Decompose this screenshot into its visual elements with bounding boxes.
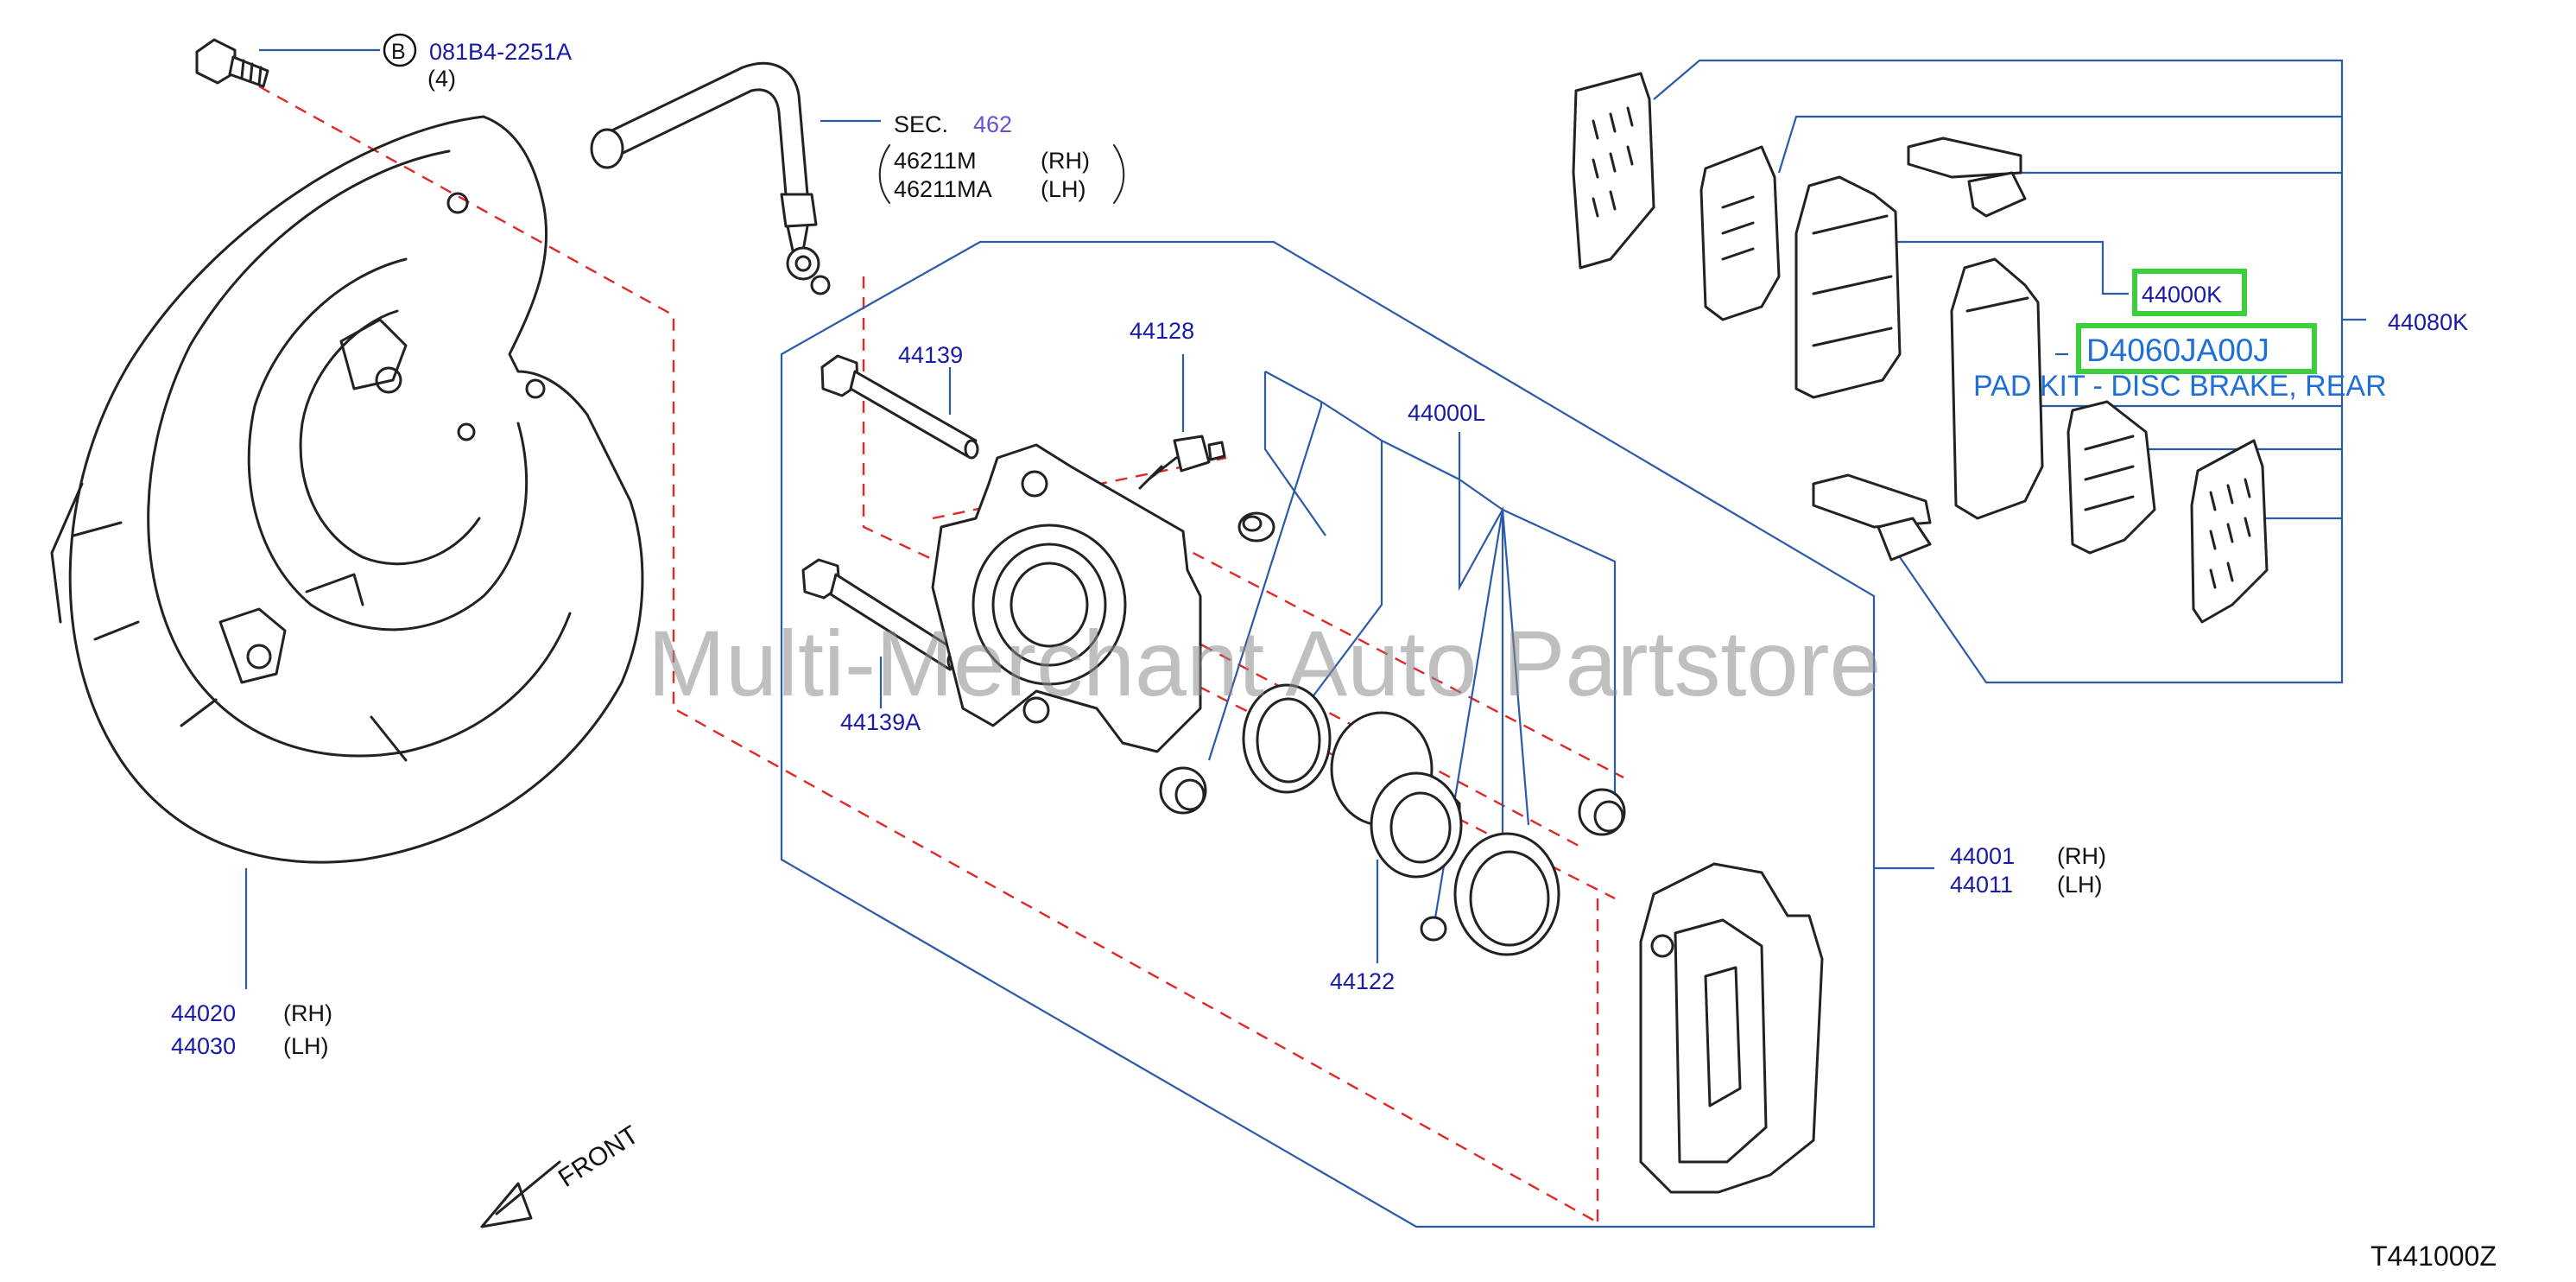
shim-right-inner-drawing: [2066, 400, 2156, 555]
pad-clip-lower-drawing: [1812, 473, 1932, 562]
front-label: FRONT: [554, 1120, 644, 1193]
hose-paren-right: [1113, 144, 1125, 204]
hose-paren-left: [878, 144, 890, 204]
brake-hose-drawing: [590, 61, 831, 295]
front-arrow-icon: [480, 1160, 561, 1228]
diagram-id: T441000Z: [2370, 1241, 2497, 1272]
shim-right-outer-drawing: [2190, 439, 2269, 624]
bolt-part-number[interactable]: 081B4-2251A: [429, 39, 572, 65]
shim-left-inner-drawing: [1699, 145, 1781, 321]
seal-kit-part-number[interactable]: 44000L: [1408, 400, 1485, 426]
brake-pad-inner-drawing: [1950, 257, 2044, 520]
catalog-part-number[interactable]: D4060JA00J: [2086, 333, 2269, 368]
bleeder-cap-drawing: [1237, 511, 1275, 543]
plate-lh-side: (LH): [283, 1033, 329, 1059]
caliper-rh-part-number[interactable]: 44001: [1950, 843, 2015, 869]
plate-rh-side: (RH): [283, 1000, 332, 1026]
caliper-body-drawing: [931, 443, 1202, 753]
bolt-callout-letter: B: [391, 40, 406, 64]
pad-kit-part-number[interactable]: 44080K: [2388, 309, 2468, 335]
catalog-pn-highlight-box: [2076, 323, 2317, 374]
hose-rh-side: (RH): [1041, 148, 1090, 174]
hose-lh-part-number[interactable]: 46211MA: [894, 176, 992, 202]
piston-seal-drawing: [1242, 683, 1332, 794]
hose-section-number[interactable]: 462: [973, 111, 1012, 137]
pin-bolt-a-part-number[interactable]: 44139A: [840, 709, 921, 735]
hose-lh-side: (LH): [1041, 176, 1086, 202]
pad-clip-upper-drawing: [1907, 136, 2027, 218]
piston-part-number[interactable]: 44122: [1330, 968, 1395, 994]
hose-rh-part-number[interactable]: 46211M: [894, 148, 977, 174]
backing-plate-drawing: [50, 115, 644, 864]
piston-drawing: [1330, 711, 1463, 879]
caliper-bracket-drawing: [1639, 862, 1824, 1194]
plate-rh-part-number[interactable]: 44020: [171, 1000, 236, 1026]
caliper-lh-part-number[interactable]: 44011: [1950, 872, 2013, 898]
pad-set-highlight-box: [2132, 269, 2247, 316]
brake-pad-outer-drawing: [1794, 175, 1902, 399]
watermark: Multi-Merchant Auto Partstore: [648, 611, 1882, 715]
bolt-callout-circle: [383, 33, 417, 67]
leader-lines: [244, 48, 2366, 1228]
catalog-description: PAD KIT - DISC BRAKE, REAR: [1973, 370, 2387, 403]
mounting-bolt-drawing: [195, 38, 269, 88]
guide-pin-bolt-drawing: [801, 354, 979, 671]
bleeder-screw-drawing: [1138, 435, 1226, 490]
shim-left-drawing: [1572, 72, 1655, 270]
caliper-rh-side: (RH): [2057, 843, 2106, 869]
caliper-lh-side: (LH): [2057, 872, 2103, 898]
piston-boot-drawing: [1453, 832, 1560, 956]
pin-bolt-part-number[interactable]: 44139: [898, 342, 963, 368]
pad-set-part-number[interactable]: 44000K: [2142, 282, 2222, 308]
pin-boot-drawing: [1159, 766, 1626, 942]
hose-section-label: SEC.: [894, 111, 948, 137]
bolt-quantity: (4): [427, 66, 456, 92]
plate-lh-part-number[interactable]: 44030: [171, 1033, 236, 1059]
bleeder-part-number[interactable]: 44128: [1130, 318, 1194, 344]
